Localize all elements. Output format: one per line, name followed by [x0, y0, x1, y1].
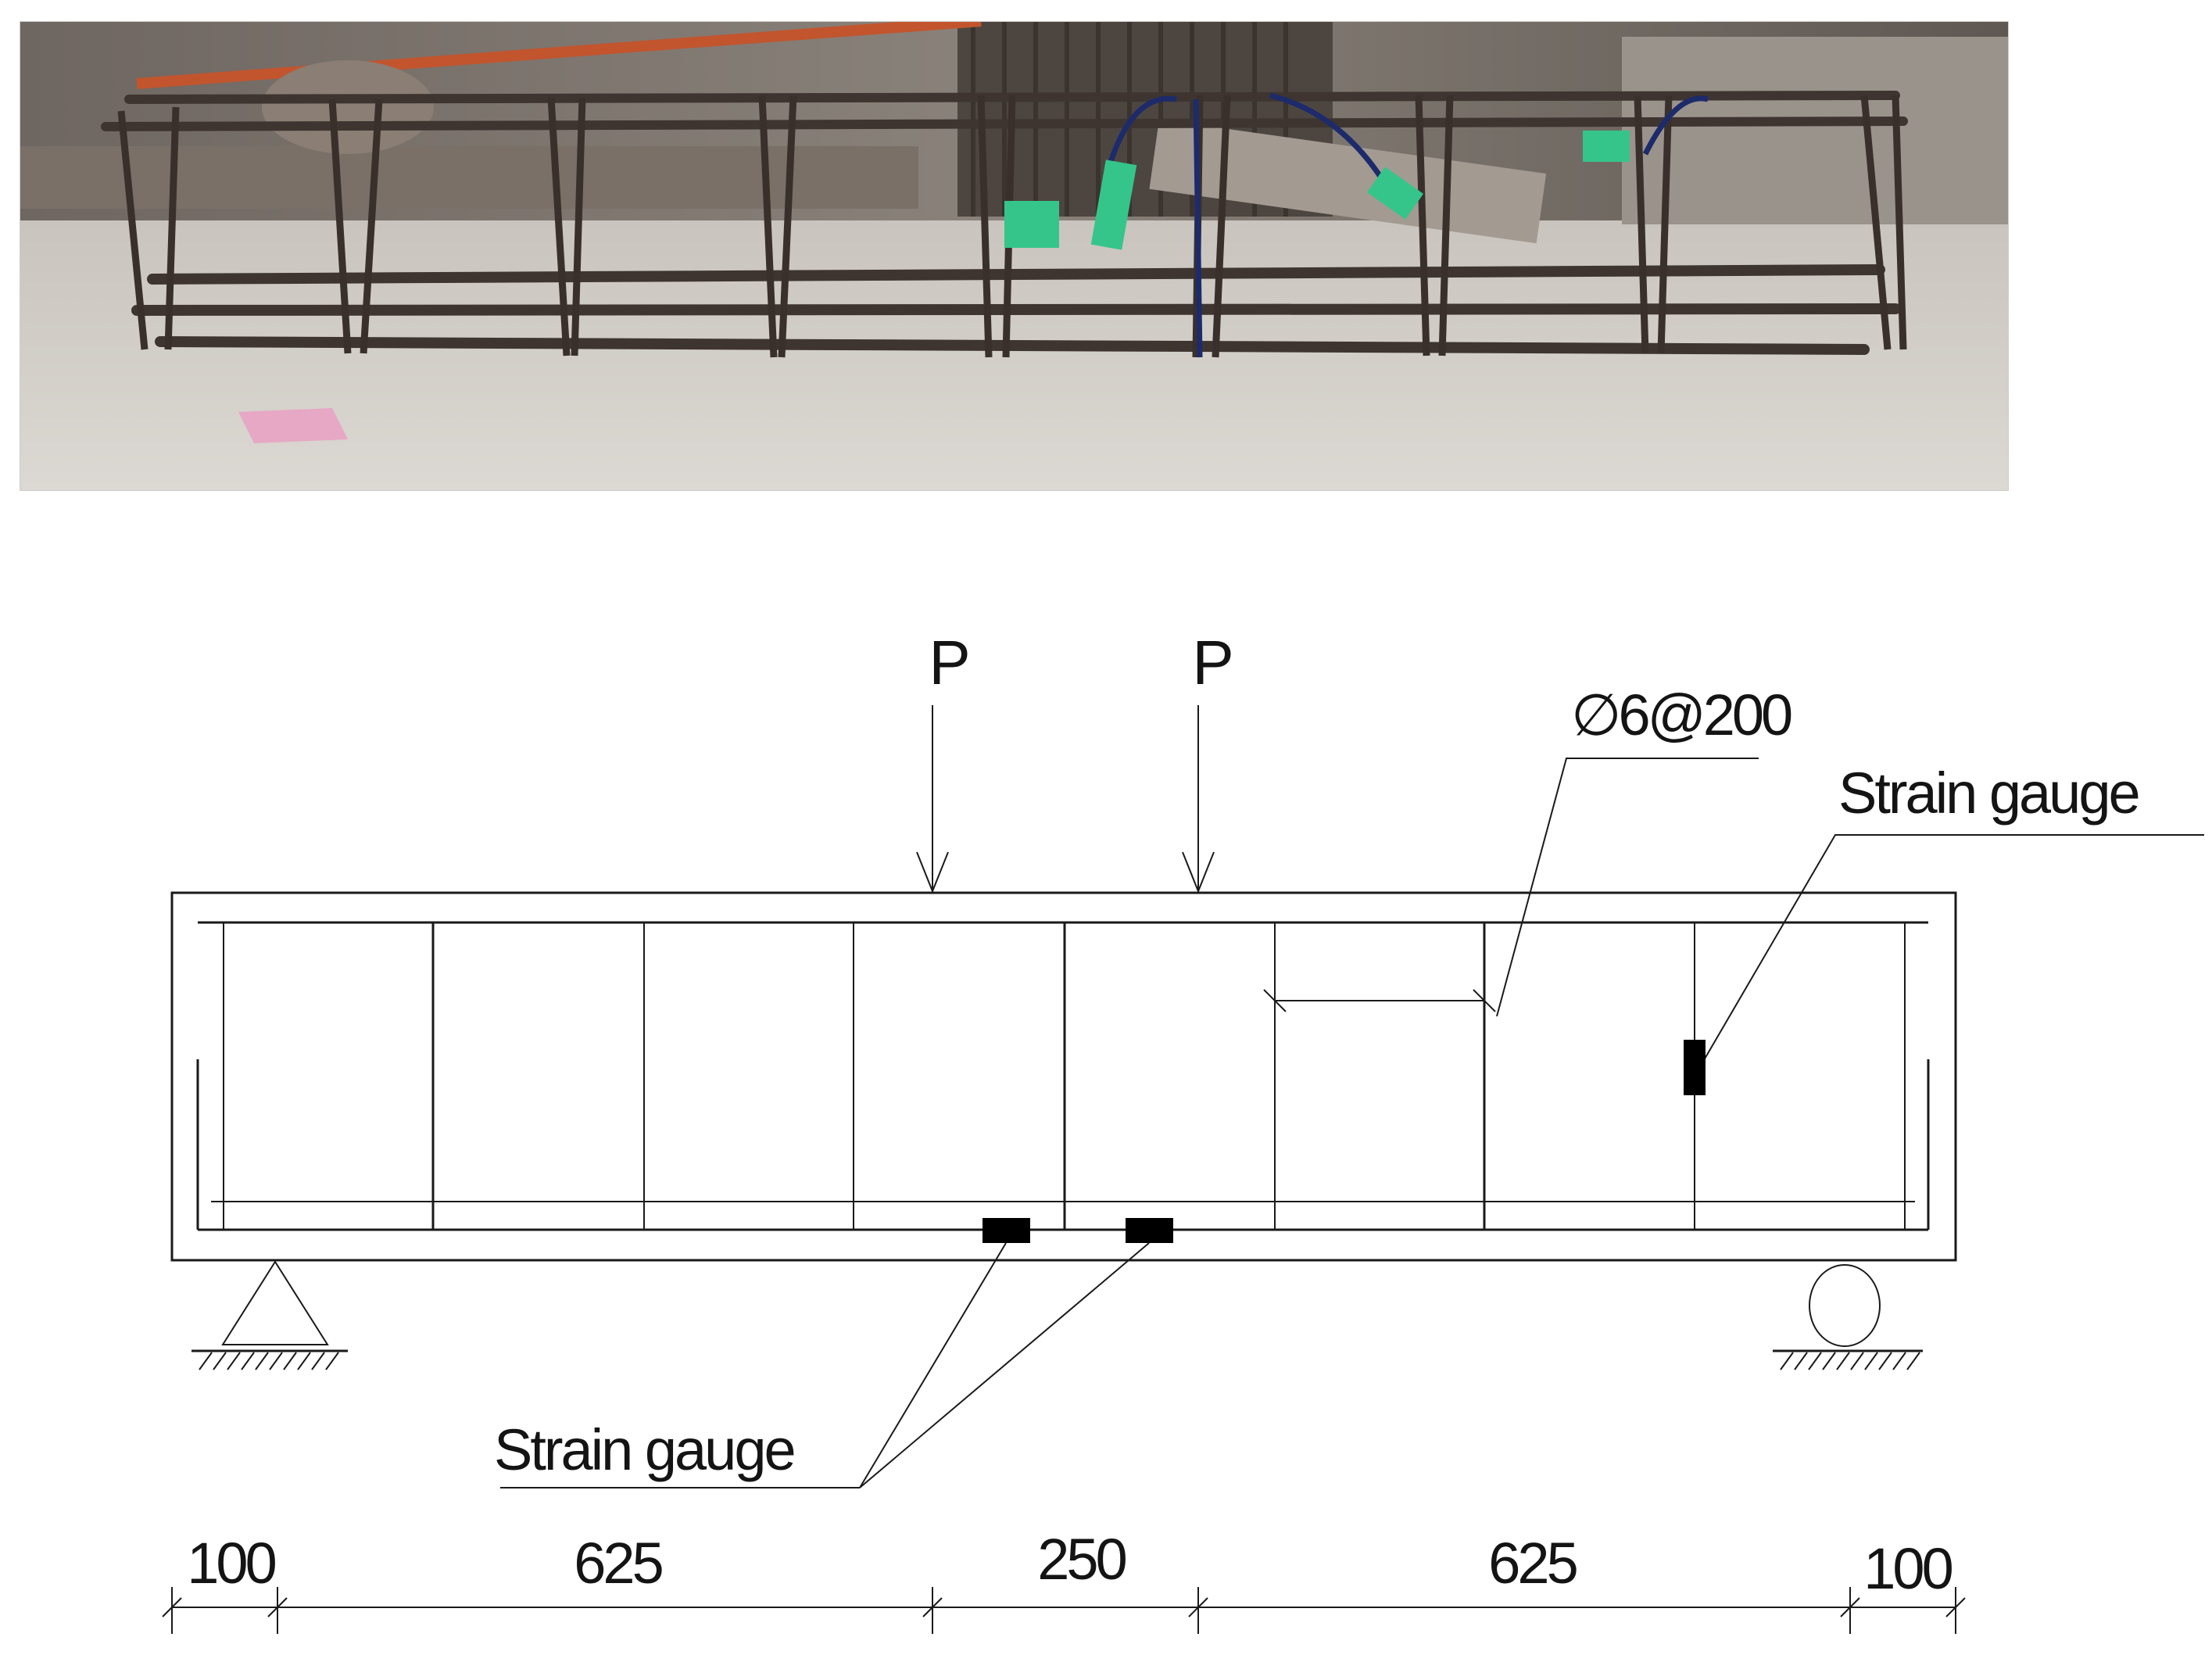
beam-outline	[170, 891, 1957, 1262]
stirrup-spacing-tick	[1473, 989, 1496, 1012]
strain-gauge-bottom-1	[983, 1218, 1030, 1243]
dimension-label: 250	[1037, 1527, 1126, 1592]
dimension-label: 625	[1488, 1531, 1577, 1596]
diameter-symbol: ∅	[1571, 682, 1618, 747]
load-arrowhead-2	[1182, 851, 1215, 894]
dimension-label: 100	[1863, 1536, 1952, 1601]
photo-clutter	[1622, 37, 2009, 224]
strain-gauge-stirrup	[1684, 1040, 1706, 1095]
load-label-1: P	[929, 628, 970, 697]
load-label-2: P	[1192, 628, 1233, 697]
stirrup-spacing-tick	[1263, 989, 1287, 1012]
strain-gauge-leader	[859, 1242, 1007, 1488]
strain-gauge-leader	[859, 1242, 1150, 1488]
rebar-cage-photo	[20, 21, 2009, 491]
dimension-label: 625	[574, 1531, 662, 1596]
strain-gauge-leader	[1703, 834, 2204, 1061]
stirrup-spec: ∅6@200	[1571, 682, 1791, 747]
pin-support	[221, 1260, 329, 1345]
strain-gauge-bottom-2	[1126, 1218, 1173, 1243]
load-arrowhead-1	[916, 851, 949, 894]
stirrup-spec-leader	[1496, 758, 1759, 1017]
roller-support	[1809, 1264, 1881, 1347]
strain-gauge-label-bottom: Strain gauge	[494, 1417, 794, 1482]
photo-clutter	[238, 408, 348, 443]
strain-gauge-label-top: Strain gauge	[1838, 761, 2139, 826]
dimension-label: 100	[187, 1531, 275, 1596]
